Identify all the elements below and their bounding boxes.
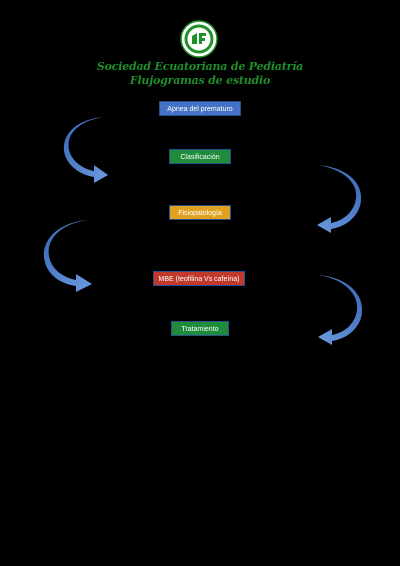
flow-step-treatment: Tratamiento (171, 321, 229, 336)
flow-step-pathophysiology: Fisiopatología (169, 205, 231, 220)
society-seal-logo (180, 20, 218, 58)
flow-step-classification: Clasificación (169, 149, 231, 164)
curved-arrow-left-2-icon (43, 220, 92, 292)
flow-step-apnea: Apnea del prematuro (159, 101, 241, 116)
flow-step-evidence: MBE (teofilina Vs cafeína) (153, 271, 245, 286)
curved-arrow-left-1-icon (63, 117, 108, 183)
curved-arrow-right-1-icon (317, 165, 362, 233)
header-title: Sociedad Ecuatoriana de Pediatría (96, 60, 304, 73)
header-subtitle: Flujogramas de estudio (129, 74, 271, 87)
curved-arrow-right-2-icon (318, 275, 363, 345)
